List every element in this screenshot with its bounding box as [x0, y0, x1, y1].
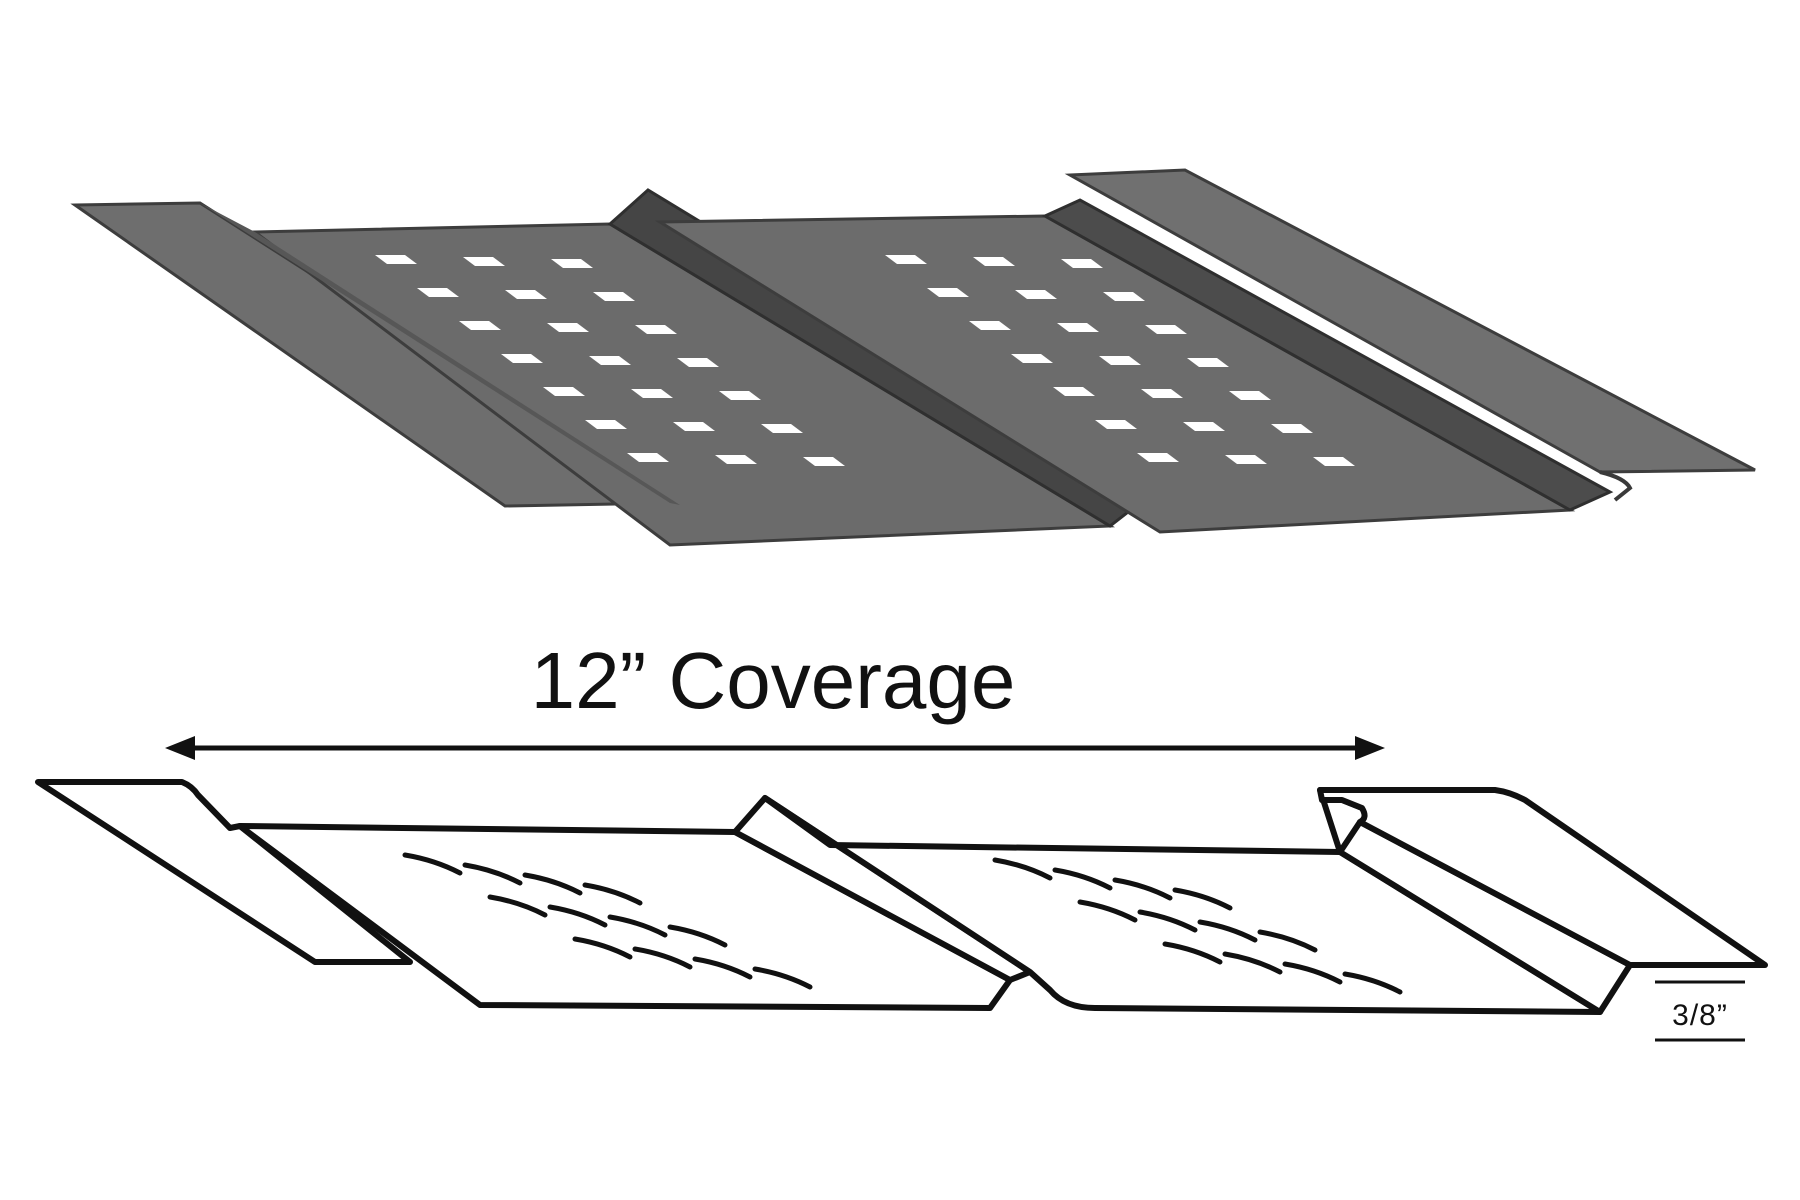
coverage-label: 12” Coverage — [531, 636, 1016, 725]
vent-slot-line — [1137, 909, 1198, 933]
vent-slot — [1095, 420, 1137, 429]
vent-slot — [1187, 358, 1229, 367]
vent-slot-line — [1077, 899, 1138, 923]
vent-slot — [627, 453, 669, 462]
vent-slot — [677, 358, 719, 367]
vent-slot — [885, 255, 927, 264]
vent-slot — [715, 455, 757, 464]
vent-slot-line — [1342, 971, 1403, 995]
vent-slot — [631, 389, 673, 398]
vent-slot — [1015, 290, 1057, 299]
vent-slot — [593, 292, 635, 301]
vent-slot-line — [1282, 961, 1343, 985]
vent-slot — [673, 422, 715, 431]
vent-slot-line — [582, 882, 643, 906]
line-art-left-section — [237, 823, 1013, 1011]
vent-slot-line — [402, 852, 463, 876]
vent-slot-line — [667, 924, 728, 948]
vent-slot — [1183, 422, 1225, 431]
vent-slot-line — [1222, 951, 1283, 975]
vent-slot — [547, 323, 589, 332]
vent-slot — [635, 325, 677, 334]
vent-slot — [375, 255, 417, 264]
depth-label: 3/8” — [1672, 999, 1728, 1032]
vent-slot-line — [572, 936, 633, 960]
vent-slot-line — [1257, 929, 1318, 953]
panel-vent-slots-right — [885, 255, 1355, 466]
panel-flange-hook — [1599, 470, 1633, 502]
vent-slot — [585, 420, 627, 429]
vent-slot — [505, 290, 547, 299]
panel-vent-slots-left — [375, 255, 845, 466]
coverage-arrow-right-head — [1355, 736, 1385, 760]
vent-slot — [589, 356, 631, 365]
vent-slot — [1103, 292, 1145, 301]
vent-slot — [1225, 455, 1267, 464]
vent-slot — [1011, 354, 1053, 363]
vent-slot — [1057, 323, 1099, 332]
line-art-vent-slots — [402, 852, 1403, 995]
vent-slot — [459, 321, 501, 330]
vent-slot — [927, 288, 969, 297]
vent-slot — [1053, 387, 1095, 396]
panel-right-flange — [1064, 168, 1756, 474]
vent-slot — [463, 257, 505, 266]
vent-slot-line — [1162, 941, 1223, 965]
vent-slot-line — [547, 904, 608, 928]
line-art-right-flange — [1317, 787, 1768, 968]
vent-slot-line — [522, 872, 583, 896]
coverage-arrow-left-head — [165, 736, 195, 760]
vent-slot — [1141, 389, 1183, 398]
vent-slot — [1313, 457, 1355, 466]
panel-line-art — [35, 779, 1768, 1015]
vent-slot — [1229, 391, 1271, 400]
vent-slot — [969, 321, 1011, 330]
vent-slot-line — [692, 956, 753, 980]
vent-slot-line — [462, 862, 523, 886]
vent-slot — [1099, 356, 1141, 365]
vent-slot-line — [1172, 887, 1233, 911]
vent-slot-line — [992, 857, 1053, 881]
vent-slot-line — [632, 946, 693, 970]
vent-slot — [543, 387, 585, 396]
vent-slot — [417, 288, 459, 297]
vent-slot-line — [1052, 867, 1113, 891]
vent-slot — [551, 259, 593, 268]
vent-slot — [1137, 453, 1179, 462]
vent-slot — [501, 354, 543, 363]
vent-slot-line — [607, 914, 668, 938]
vent-slot — [719, 391, 761, 400]
vent-slot-line — [1112, 877, 1173, 901]
vent-slot-line — [487, 894, 548, 918]
vent-slot — [1271, 424, 1313, 433]
vent-slot-line — [1197, 919, 1258, 943]
vent-slot — [973, 257, 1015, 266]
vent-slot — [1061, 259, 1103, 268]
depth-callout: 3/8” — [1655, 980, 1745, 1042]
panel-rendering — [70, 168, 1756, 547]
panel-right-channel — [1041, 198, 1614, 512]
vent-slot — [1145, 325, 1187, 334]
vent-slot — [761, 424, 803, 433]
vent-slot — [803, 457, 845, 466]
panel-left-step — [200, 203, 680, 505]
vent-slot-line — [752, 966, 813, 990]
coverage-arrow — [165, 736, 1385, 760]
